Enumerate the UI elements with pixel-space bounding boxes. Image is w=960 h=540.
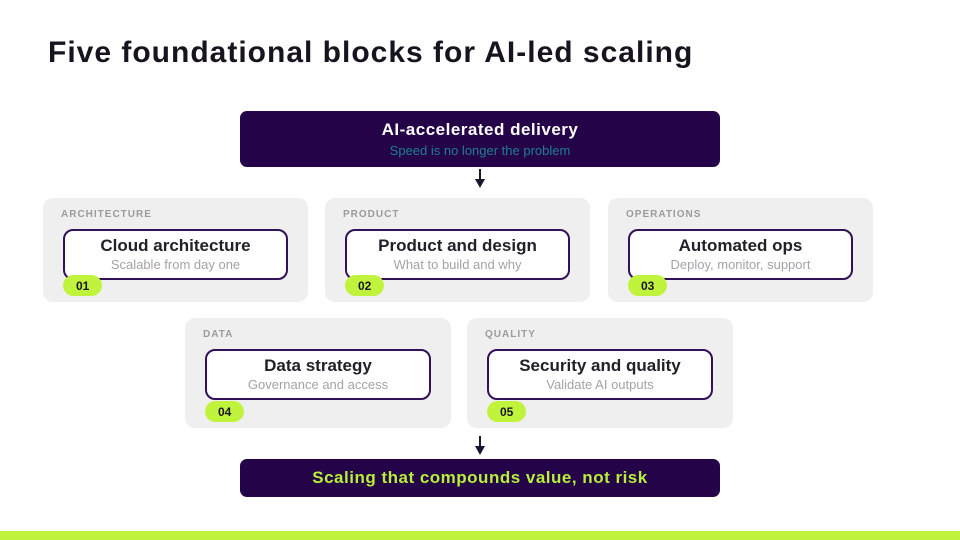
number-badge: 02	[345, 275, 385, 296]
card-subtitle: Validate AI outputs	[546, 376, 654, 392]
top-banner-title: AI-accelerated delivery	[381, 120, 579, 139]
card-label: OPERATIONS	[626, 209, 702, 220]
card-label: DATA	[203, 329, 234, 340]
card-operations: OPERATIONS Automated ops Deploy, monitor…	[608, 198, 873, 302]
down-arrow-icon	[475, 169, 485, 188]
top-banner: AI-accelerated delivery Speed is no long…	[240, 111, 720, 167]
bottom-banner-text: Scaling that compounds value, not risk	[312, 468, 648, 487]
card-title: Cloud architecture	[100, 236, 251, 256]
card-data: DATA Data strategy Governance and access…	[185, 318, 451, 428]
card-box: Product and design What to build and why	[345, 229, 570, 280]
card-title: Product and design	[378, 236, 537, 256]
card-box: Security and quality Validate AI outputs	[487, 349, 713, 400]
page-title: Five foundational blocks for AI-led scal…	[48, 36, 694, 69]
card-title: Security and quality	[519, 356, 681, 376]
card-quality: QUALITY Security and quality Validate AI…	[467, 318, 733, 428]
card-subtitle: Deploy, monitor, support	[670, 256, 811, 272]
bottom-banner: Scaling that compounds value, not risk	[240, 459, 720, 497]
card-box: Data strategy Governance and access	[205, 349, 431, 400]
card-title: Data strategy	[264, 356, 372, 376]
number-badge: 05	[487, 401, 527, 422]
card-title: Automated ops	[678, 236, 803, 256]
down-arrow-icon	[475, 436, 485, 455]
card-box: Automated ops Deploy, monitor, support	[628, 229, 853, 280]
number-badge: 01	[63, 275, 103, 296]
card-box: Cloud architecture Scalable from day one	[63, 229, 288, 280]
card-architecture: ARCHITECTURE Cloud architecture Scalable…	[43, 198, 308, 302]
footer-accent-bar	[0, 531, 960, 540]
card-subtitle: Scalable from day one	[110, 256, 241, 272]
card-label: QUALITY	[485, 329, 536, 340]
card-label: PRODUCT	[343, 209, 400, 220]
card-subtitle: Governance and access	[247, 376, 389, 392]
number-badge: 04	[205, 401, 245, 422]
card-product: PRODUCT Product and design What to build…	[325, 198, 590, 302]
top-banner-subtitle: Speed is no longer the problem	[389, 143, 571, 158]
number-badge: 03	[628, 275, 668, 296]
card-label: ARCHITECTURE	[61, 209, 152, 220]
card-subtitle: What to build and why	[393, 256, 522, 272]
